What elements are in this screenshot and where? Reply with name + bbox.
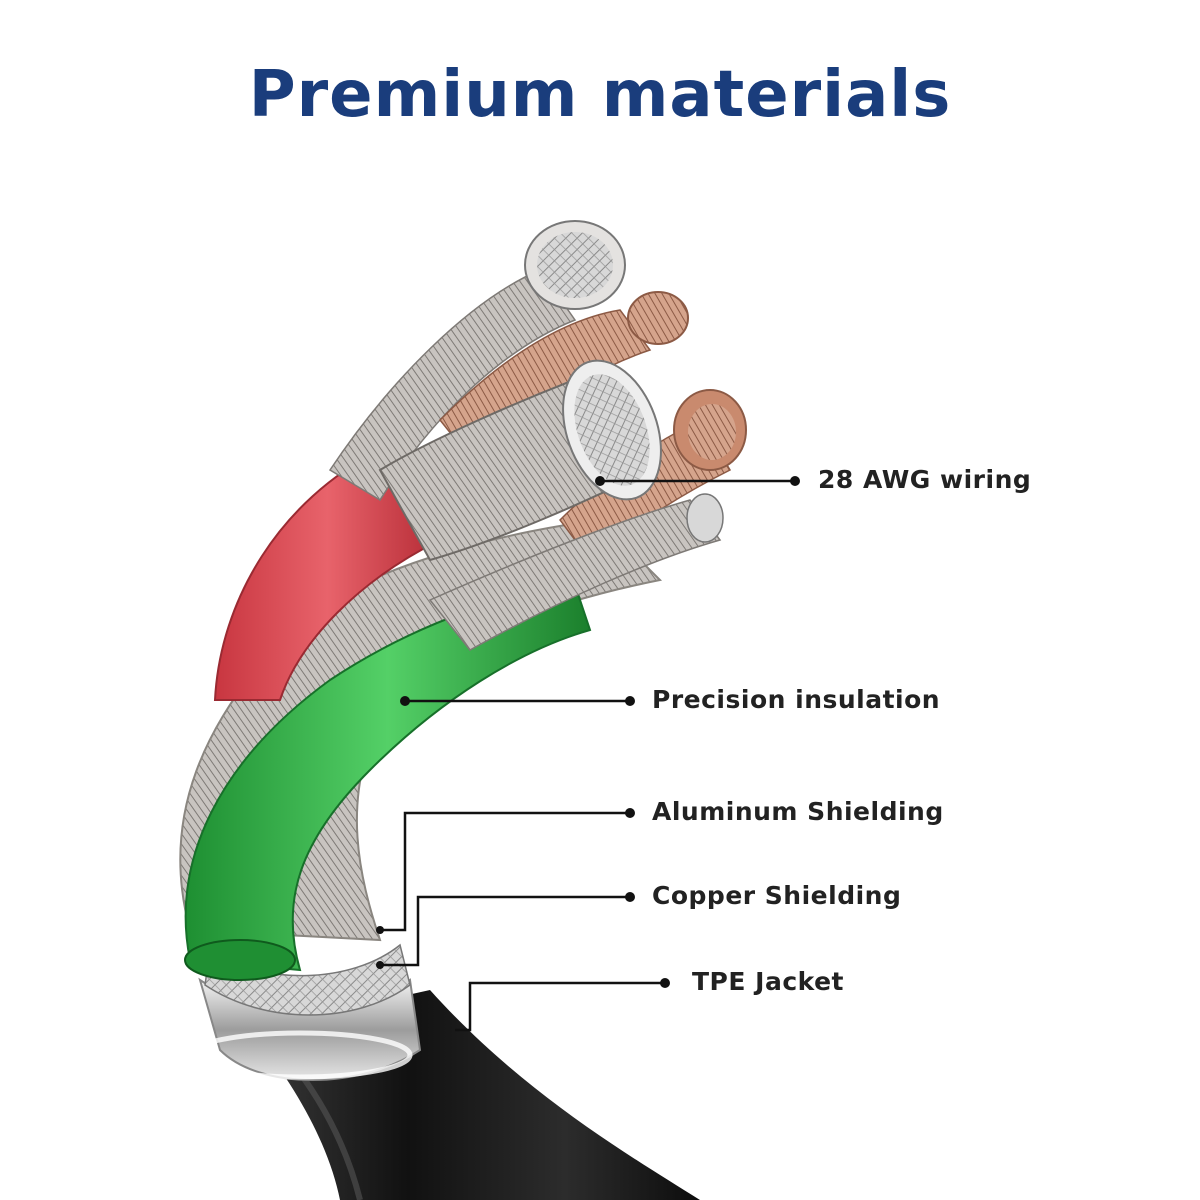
callout-precision-insulation: Precision insulation (652, 685, 940, 714)
leader-jacket (455, 983, 665, 1030)
callout-tpe-jacket: TPE Jacket (692, 967, 844, 996)
callout-28-awg-wiring: 28 AWG wiring (818, 465, 1031, 494)
callout-aluminum-shielding: Aluminum Shielding (652, 797, 944, 826)
callout-copper-shielding: Copper Shielding (652, 881, 901, 910)
leader-copper (380, 897, 630, 965)
